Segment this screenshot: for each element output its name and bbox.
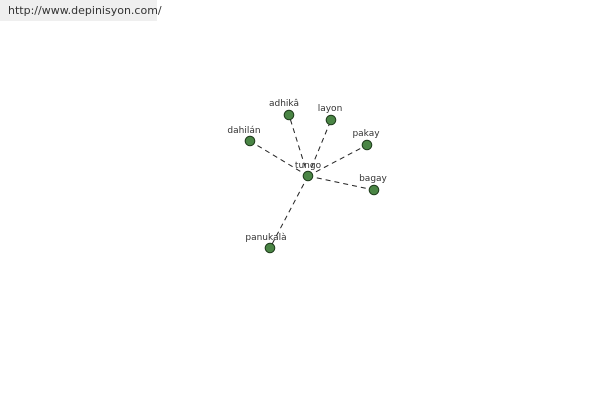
edge-tungo-pakay — [307, 144, 368, 177]
node-label-tungo: tungo — [295, 161, 322, 171]
node-label-adhika: adhikâ — [269, 99, 299, 109]
source-url[interactable]: http://www.depinisyon.com/ — [0, 0, 162, 21]
node-label-panukala: panukalà — [245, 233, 286, 243]
edge-tungo-layon — [307, 119, 332, 177]
edge-tungo-adhika — [288, 114, 309, 177]
node-tungo[interactable] — [302, 170, 314, 182]
edge-tungo-panukala — [269, 175, 309, 249]
node-layon[interactable] — [325, 114, 337, 126]
node-label-bagay: bagay — [359, 174, 387, 184]
node-label-pakay: pakay — [352, 129, 380, 139]
label-layer: tungo adhikâ layon dahilán pakay bagay panukal… — [227, 99, 387, 243]
node-label-dahilan: dahilán — [227, 126, 260, 136]
node-pakay[interactable] — [361, 139, 373, 151]
node-layer — [244, 109, 380, 254]
edge-tungo-dahilan — [249, 140, 309, 177]
node-panukala[interactable] — [264, 242, 276, 254]
node-adhika[interactable] — [283, 109, 295, 121]
node-dahilan[interactable] — [244, 135, 256, 147]
node-label-layon: layon — [318, 104, 343, 114]
edge-layer — [249, 114, 375, 249]
node-bagay[interactable] — [368, 184, 380, 196]
edge-tungo-bagay — [307, 175, 375, 191]
